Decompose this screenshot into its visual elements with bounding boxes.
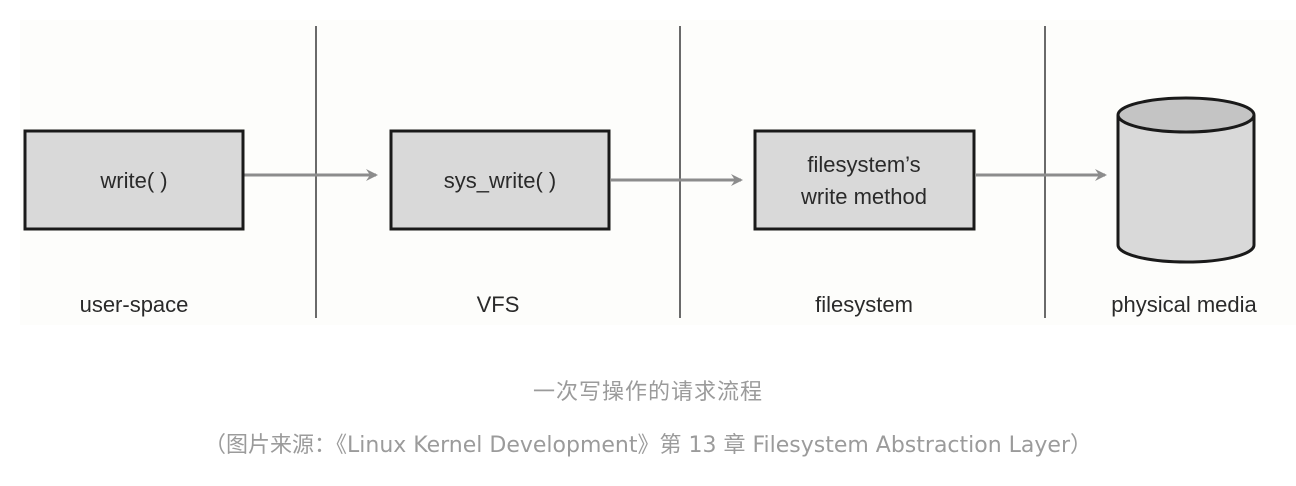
- write-flow-diagram: write( ) sys_write( ) filesystem’s write…: [23, 26, 1258, 318]
- column-label-vfs: VFS: [477, 292, 520, 317]
- figure-caption-title: 一次写操作的请求流程: [532, 380, 763, 405]
- node-write: write( ): [23, 129, 245, 231]
- node-fs-write-label-line1: filesystem’s: [807, 152, 920, 177]
- figure-caption-source: （图片来源：《Linux Kernel Development》第 13 章 F…: [204, 433, 1092, 458]
- node-write-label: write( ): [99, 168, 167, 193]
- column-label-user-space: user-space: [80, 292, 189, 317]
- column-label-physical-media: physical media: [1111, 292, 1257, 317]
- node-fs-write: filesystem’s write method: [753, 129, 976, 231]
- node-sys-write: sys_write( ): [389, 129, 611, 231]
- node-fs-write-label-line2: write method: [800, 184, 927, 209]
- node-sys-write-label: sys_write( ): [444, 168, 556, 193]
- column-label-filesystem: filesystem: [815, 292, 913, 317]
- node-media-cylinder-icon: [1116, 96, 1256, 264]
